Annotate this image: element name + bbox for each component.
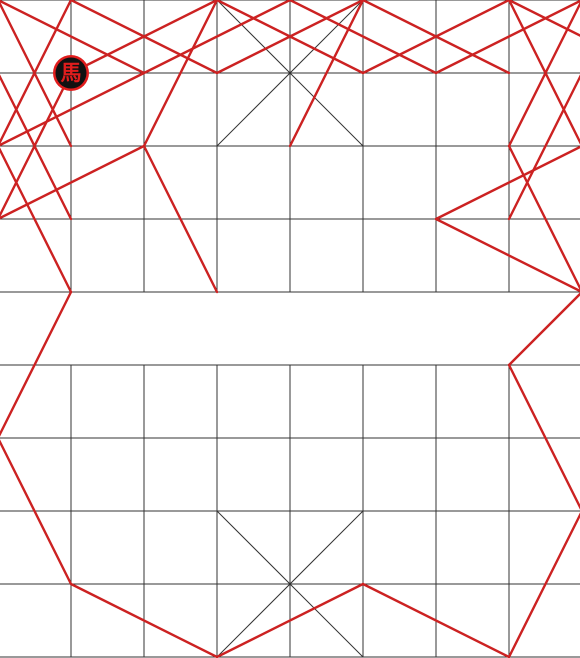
horse-path-segment	[69, 582, 219, 658]
horse-path-segment	[215, 0, 365, 75]
horse-path-segment	[434, 0, 580, 75]
horse-path-segment	[361, 0, 511, 75]
horse-path-segment	[0, 74, 73, 221]
horse-path-segment	[69, 0, 219, 75]
horse-path-segment	[142, 144, 219, 294]
horse-path-segment	[0, 147, 73, 294]
horse-path-segment	[507, 512, 580, 658]
horse-path-segment	[507, 0, 580, 37]
horse-path-segment	[142, 0, 292, 75]
horse-path-segment	[434, 217, 580, 293]
horse-path-segment	[0, 0, 146, 75]
horse-path-segment	[507, 363, 580, 510]
horse-path-segment	[215, 582, 365, 658]
horse-path-segment	[0, 0, 73, 145]
horse-path-segment	[0, 144, 146, 220]
horse-path-segment	[434, 145, 580, 221]
horse-path-segment	[142, 0, 219, 148]
horse-path-segment	[507, 74, 580, 221]
horse-piece[interactable]: 馬	[53, 55, 89, 91]
horse-piece-label: 馬	[61, 61, 82, 85]
horse-path-segment	[0, 290, 73, 437]
horse-path-segment	[507, 144, 580, 291]
horse-path-segment	[507, 1, 580, 148]
horse-path-segment	[361, 582, 511, 658]
horse-path-segment	[288, 0, 365, 148]
horse-path-segment	[0, 71, 146, 147]
horse-path-segment	[288, 0, 438, 75]
palace-diagonal	[216, 510, 364, 658]
horse-path-segment	[507, 292, 580, 367]
horse-path-segment	[0, 439, 73, 586]
horse-piece-face	[55, 57, 87, 89]
